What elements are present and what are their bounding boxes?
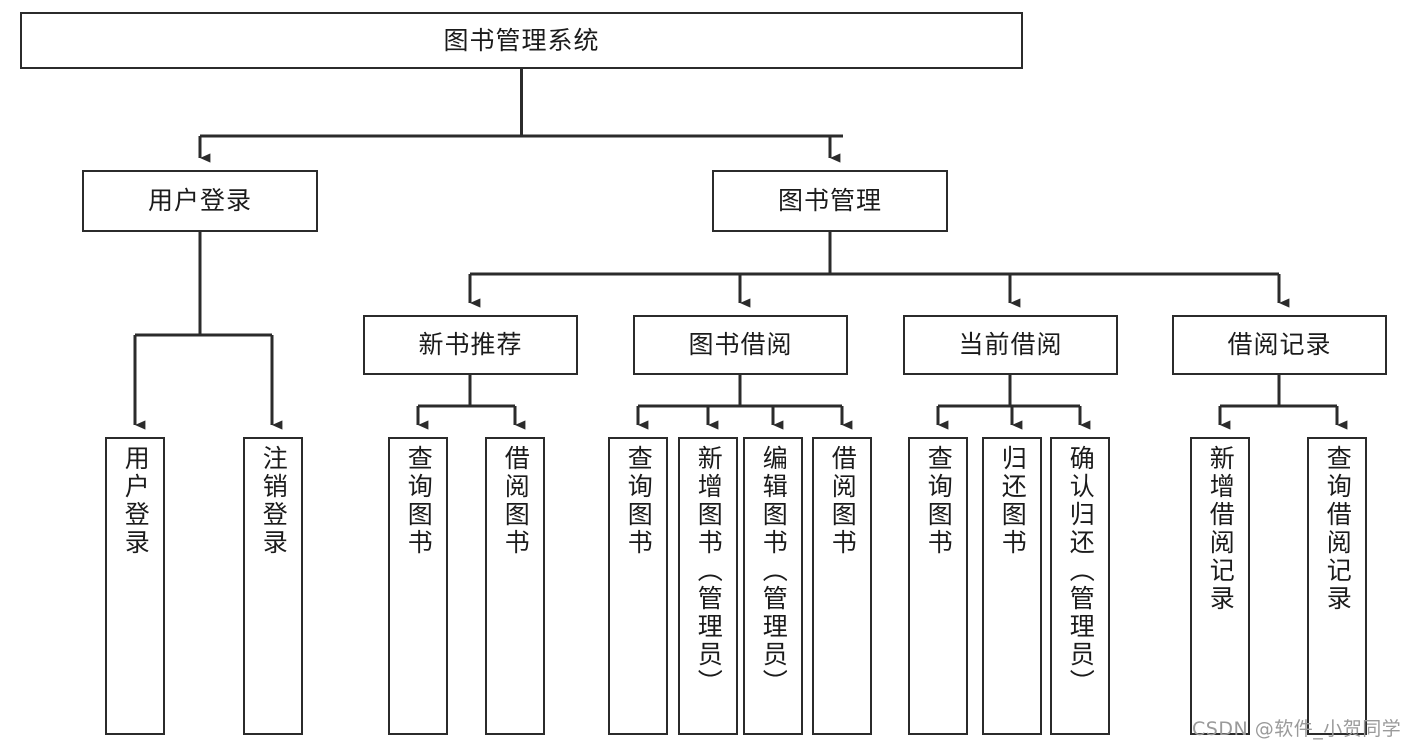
node-book-manage[interactable]: 图书管理 xyxy=(712,170,948,232)
leaf-query-book-3-label: 查询图书 xyxy=(924,445,954,557)
leaf-add-book[interactable]: 新增图书（管理员） xyxy=(678,437,738,735)
leaf-query-book-1[interactable]: 查询图书 xyxy=(388,437,448,735)
node-new-book-recommend-label: 新书推荐 xyxy=(418,330,523,360)
node-borrow-record-label: 借阅记录 xyxy=(1227,330,1332,360)
leaf-user-login[interactable]: 用户登录 xyxy=(105,437,165,735)
node-current-borrow[interactable]: 当前借阅 xyxy=(903,315,1118,375)
node-borrow-record[interactable]: 借阅记录 xyxy=(1172,315,1387,375)
leaf-user-login-label: 用户登录 xyxy=(121,445,151,557)
node-book-manage-label: 图书管理 xyxy=(777,186,882,216)
leaf-borrow-book-1-label: 借阅图书 xyxy=(501,445,531,557)
node-root[interactable]: 图书管理系统 xyxy=(20,12,1023,69)
leaf-borrow-book-2-label: 借阅图书 xyxy=(828,445,858,557)
leaf-query-book-2-label: 查询图书 xyxy=(624,445,654,557)
leaf-add-record-label: 新增借阅记录 xyxy=(1206,445,1236,613)
leaf-add-record[interactable]: 新增借阅记录 xyxy=(1190,437,1250,735)
node-book-borrow-label: 图书借阅 xyxy=(688,330,793,360)
leaf-query-record[interactable]: 查询借阅记录 xyxy=(1307,437,1367,735)
leaf-return-book-label: 归还图书 xyxy=(998,445,1028,557)
leaf-query-record-label: 查询借阅记录 xyxy=(1323,445,1353,613)
node-current-borrow-label: 当前借阅 xyxy=(958,330,1063,360)
leaf-query-book-1-label: 查询图书 xyxy=(404,445,434,557)
leaf-borrow-book-2[interactable]: 借阅图书 xyxy=(812,437,872,735)
leaf-add-book-label: 新增图书（管理员） xyxy=(694,445,724,697)
leaf-logout[interactable]: 注销登录 xyxy=(243,437,303,735)
leaf-logout-label: 注销登录 xyxy=(259,445,289,557)
leaf-edit-book-label: 编辑图书（管理员） xyxy=(759,445,789,697)
node-new-book-recommend[interactable]: 新书推荐 xyxy=(363,315,578,375)
leaf-query-book-3[interactable]: 查询图书 xyxy=(908,437,968,735)
watermark-text: CSDN @软件_小贺同学 xyxy=(1192,718,1402,740)
leaf-query-book-2[interactable]: 查询图书 xyxy=(608,437,668,735)
node-book-borrow[interactable]: 图书借阅 xyxy=(633,315,848,375)
node-user-login-label: 用户登录 xyxy=(147,186,252,216)
leaf-borrow-book-1[interactable]: 借阅图书 xyxy=(485,437,545,735)
leaf-confirm-return-label: 确认归还（管理员） xyxy=(1066,445,1096,697)
leaf-edit-book[interactable]: 编辑图书（管理员） xyxy=(743,437,803,735)
node-root-label: 图书管理系统 xyxy=(443,25,600,55)
node-user-login[interactable]: 用户登录 xyxy=(82,170,318,232)
leaf-return-book[interactable]: 归还图书 xyxy=(982,437,1042,735)
leaf-confirm-return[interactable]: 确认归还（管理员） xyxy=(1050,437,1110,735)
